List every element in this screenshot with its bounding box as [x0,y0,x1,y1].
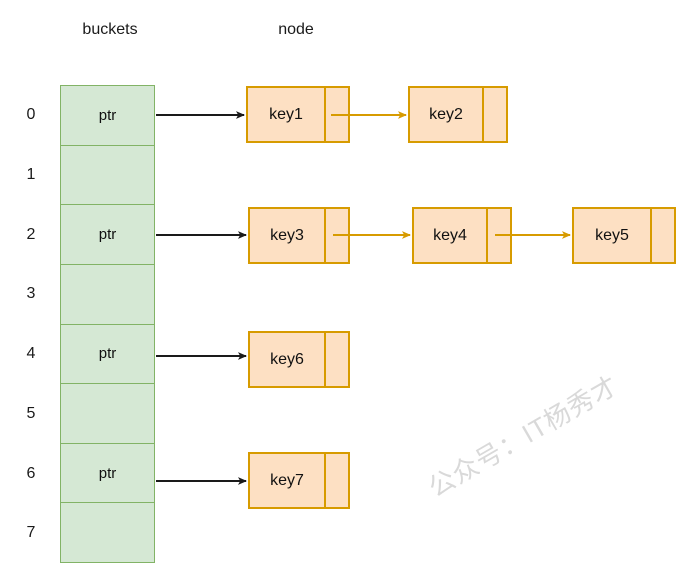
bucket-array: ptr ptr ptr ptr [60,85,155,563]
node-key-label: key6 [270,350,304,368]
bucket-cell-2[interactable]: ptr [60,204,155,265]
node-key-label: key1 [269,105,303,123]
node-next-pointer-cell [326,333,348,386]
bucket-cell-4[interactable]: ptr [60,323,155,385]
node-key-label: key2 [429,105,463,123]
node-key1[interactable]: key1 [246,86,350,143]
node-key-cell: key6 [250,333,326,386]
node-key3[interactable]: key3 [248,207,350,264]
bucket-index-0: 0 [26,106,36,123]
node-key-cell: key4 [414,209,488,262]
bucket-pointer-label-0: ptr [98,106,117,124]
bucket-cell-5[interactable] [60,383,155,444]
bucket-cell-6[interactable]: ptr [60,442,155,504]
node-key2[interactable]: key2 [408,86,508,143]
node-key4[interactable]: key4 [412,207,512,264]
bucket-pointer-label-2: ptr [98,226,117,244]
node-key7[interactable]: key7 [248,452,350,509]
column-header-buckets: buckets [82,21,138,38]
node-next-pointer-cell [488,209,510,262]
bucket-cell-7[interactable] [60,502,155,563]
node-key-cell: key5 [574,209,652,262]
node-next-pointer-cell [652,209,674,262]
bucket-pointer-label-4: ptr [98,345,117,363]
bucket-index-6: 6 [26,465,36,482]
bucket-pointer-label-6: ptr [98,464,117,482]
bucket-cell-0[interactable]: ptr [60,85,155,146]
bucket-index-4: 4 [26,345,36,362]
watermark-text: 公众号：IT杨秀才 [423,369,624,503]
node-key-label: key3 [270,226,304,244]
node-key-cell: key7 [250,454,326,507]
node-key5[interactable]: key5 [572,207,676,264]
node-key-cell: key2 [410,88,484,141]
node-key-label: key5 [595,226,629,244]
node-next-pointer-cell [326,88,348,141]
column-header-node: node [278,21,314,38]
node-key-cell: key3 [250,209,326,262]
node-next-pointer-cell [326,209,348,262]
bucket-index-3: 3 [26,285,36,302]
bucket-index-2: 2 [26,226,36,243]
node-next-pointer-cell [484,88,506,141]
bucket-cell-1[interactable] [60,144,155,206]
node-next-pointer-cell [326,454,348,507]
node-key-label: key4 [433,226,467,244]
bucket-cell-3[interactable] [60,263,155,325]
node-key6[interactable]: key6 [248,331,350,388]
node-key-cell: key1 [248,88,326,141]
node-key-label: key7 [270,471,304,489]
bucket-index-1: 1 [26,166,36,183]
bucket-index-7: 7 [26,524,36,541]
bucket-index-5: 5 [26,405,36,422]
